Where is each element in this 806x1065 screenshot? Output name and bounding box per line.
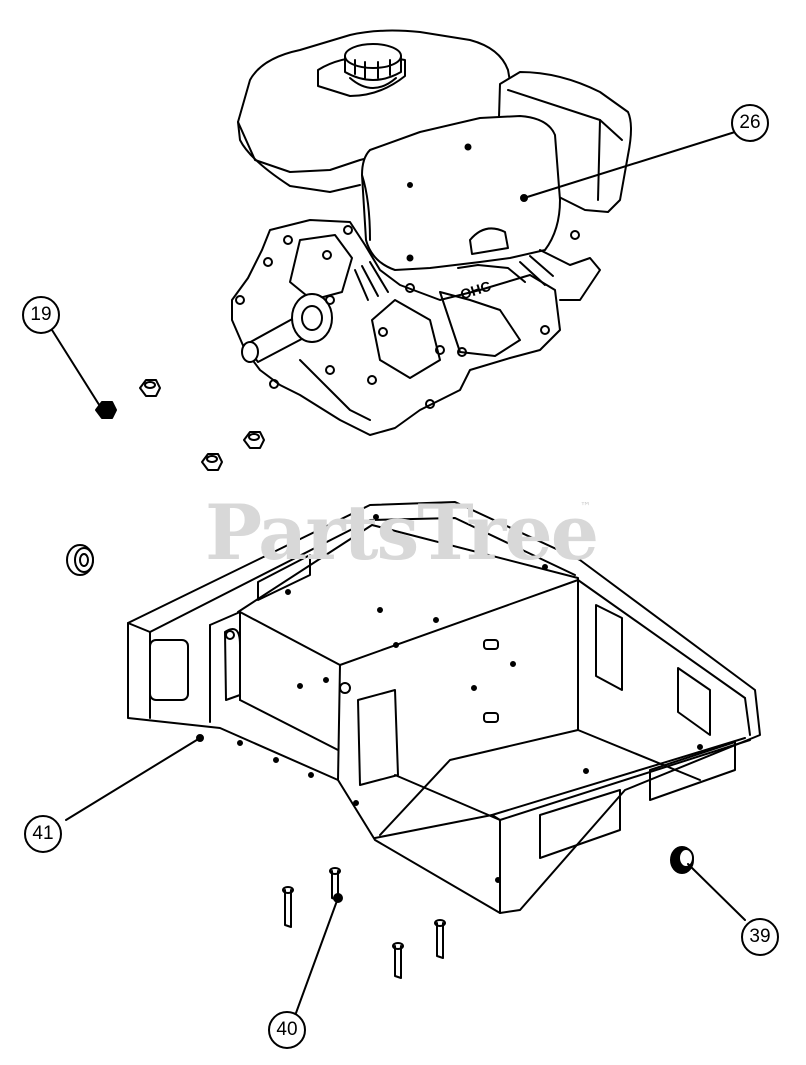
engine-illustration <box>231 29 632 436</box>
engine-base-frame-illustration <box>127 501 761 914</box>
callout-41[interactable]: 41 <box>24 815 62 853</box>
loose-hex-nuts <box>95 379 265 471</box>
trademark-mark: ™ <box>580 500 591 513</box>
callout-19[interactable]: 19 <box>22 296 60 334</box>
leader-lines <box>51 131 746 1014</box>
grommets <box>66 544 694 874</box>
callout-26[interactable]: 26 <box>731 104 769 142</box>
callout-40[interactable]: 40 <box>268 1011 306 1049</box>
bolts <box>282 867 446 979</box>
watermark-text: PartsTree <box>205 488 599 577</box>
callout-39[interactable]: 39 <box>741 918 779 956</box>
